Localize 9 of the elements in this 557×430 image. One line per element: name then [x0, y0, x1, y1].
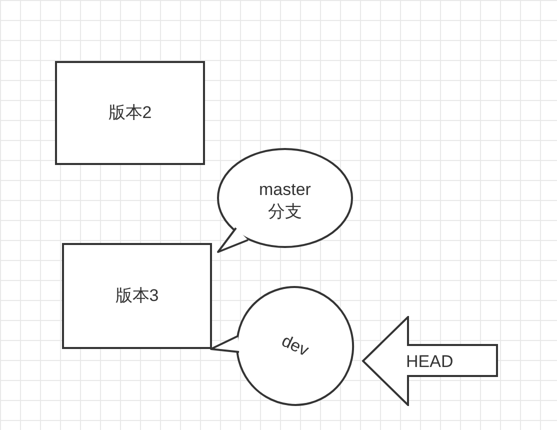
node-label: master 分支: [258, 179, 312, 223]
node-label: 版本3: [114, 285, 160, 307]
version-box: [55, 61, 205, 165]
node-label: 版本2: [107, 102, 153, 124]
node-label: HEAD: [406, 351, 454, 373]
speech-bubble: [216, 148, 354, 254]
version-box: [62, 243, 212, 349]
node-label: dev: [278, 330, 313, 362]
block-arrow: [362, 316, 498, 406]
